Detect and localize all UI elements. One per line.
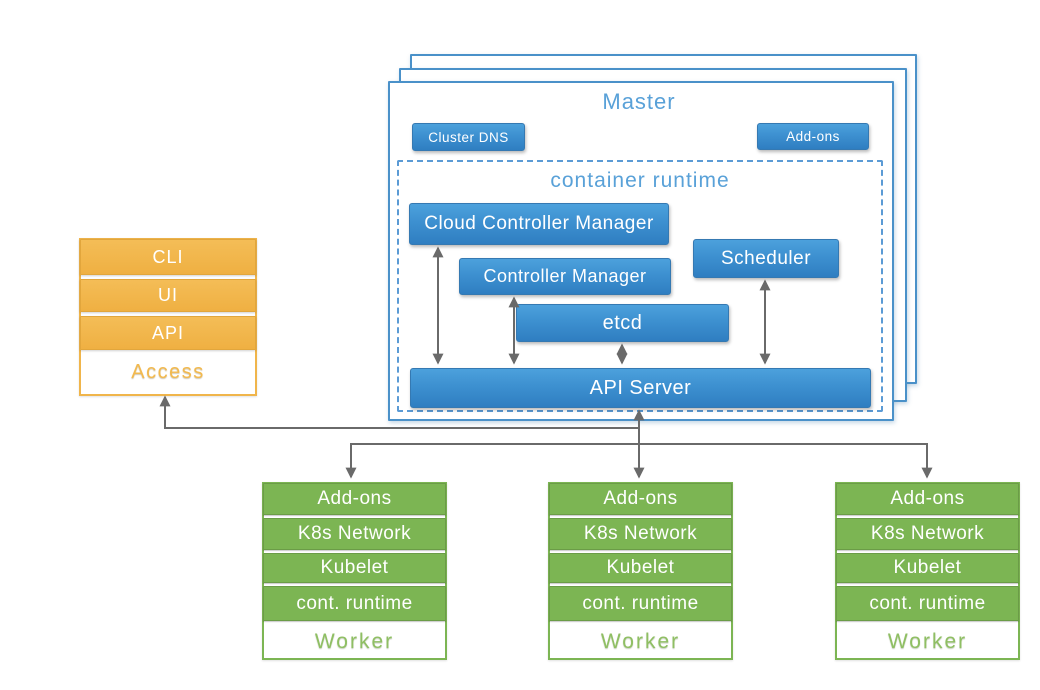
worker1-row-addons: Add-ons — [263, 483, 446, 515]
worker3-row-k8s-network: K8s Network — [836, 518, 1019, 550]
node-api-server: API Server — [410, 368, 871, 408]
master-title: Master — [602, 89, 676, 114]
container-runtime-title: container runtime — [550, 169, 730, 192]
worker3-row-cont-runtime: cont. runtime — [836, 586, 1019, 621]
worker3-row-addons: Add-ons — [836, 483, 1019, 515]
cluster-dns-badge: Cluster DNS — [412, 123, 525, 151]
worker3-label: Worker — [887, 630, 968, 653]
worker2-row-k8s-network: K8s Network — [549, 518, 732, 550]
node-controller-manager: Controller Manager — [459, 258, 671, 295]
node-cloud-controller-manager: Cloud Controller Manager — [409, 203, 669, 245]
node-scheduler: Scheduler — [693, 239, 839, 278]
node-etcd: etcd — [516, 304, 729, 342]
worker2-label: Worker — [600, 630, 681, 653]
addons-badge: Add-ons — [757, 123, 869, 150]
worker3-row-kubelet: Kubelet — [836, 553, 1019, 583]
access-row-ui: UI — [80, 279, 256, 312]
access-label: Access — [131, 361, 205, 383]
worker1-row-kubelet: Kubelet — [263, 553, 446, 583]
worker1-row-k8s-network: K8s Network — [263, 518, 446, 550]
worker2-row-addons: Add-ons — [549, 483, 732, 515]
worker-stack-1: Add-ons K8s Network Kubelet cont. runtim… — [262, 482, 447, 660]
worker2-row-cont-runtime: cont. runtime — [549, 586, 732, 621]
access-row-api: API — [80, 316, 256, 350]
worker1-row-cont-runtime: cont. runtime — [263, 586, 446, 621]
worker-stack-3: Add-ons K8s Network Kubelet cont. runtim… — [835, 482, 1020, 660]
worker-stack-2: Add-ons K8s Network Kubelet cont. runtim… — [548, 482, 733, 660]
access-stack: CLI UI API Access — [79, 238, 257, 396]
arrow-api-workers-1-3 — [345, 443, 933, 479]
access-row-cli: CLI — [80, 239, 256, 275]
worker2-row-kubelet: Kubelet — [549, 553, 732, 583]
worker1-label: Worker — [314, 630, 395, 653]
